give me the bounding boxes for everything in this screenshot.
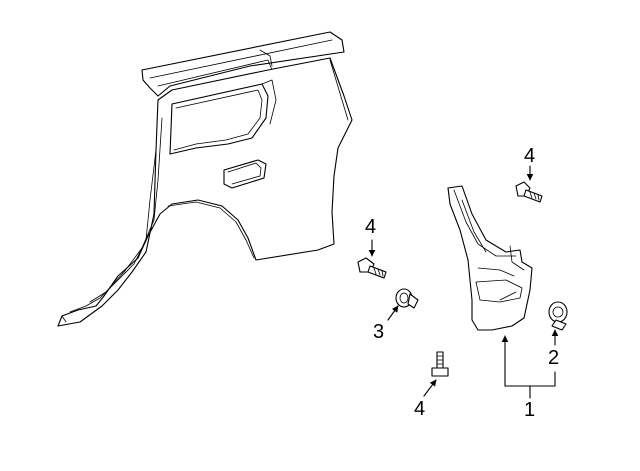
clip-2 <box>548 301 568 331</box>
bolt-4-upper <box>515 181 543 203</box>
callout-1: 1 <box>524 399 535 421</box>
callout-4-middle: 4 <box>365 216 376 238</box>
callout-2: 2 <box>548 347 559 369</box>
mud-flap <box>447 185 533 331</box>
clip-3 <box>395 288 419 309</box>
callout-3: 3 <box>373 321 384 343</box>
callout-4-lower: 4 <box>414 398 425 420</box>
quarter-panel <box>57 31 353 327</box>
bolt-4-middle <box>357 257 387 279</box>
callout-4-upper: 4 <box>524 145 535 167</box>
leader-lines <box>368 165 559 399</box>
bolt-4-lower <box>431 351 449 377</box>
